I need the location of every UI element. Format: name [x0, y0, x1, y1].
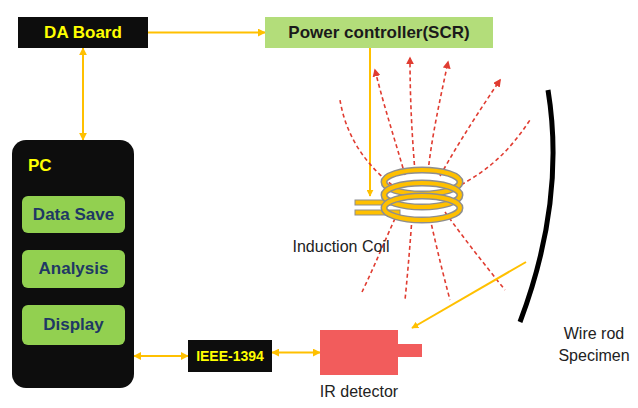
power-arrow — [369, 48, 371, 196]
pc-box: PC Data SaveAnalysisDisplay — [12, 140, 134, 388]
box-label: Display — [43, 315, 103, 335]
signal-arrow — [82, 48, 84, 140]
wire-rod — [520, 90, 553, 322]
box-label: IEEE-1394 — [196, 348, 264, 364]
detector-lens — [398, 344, 422, 357]
function-box: Analysis — [22, 250, 125, 288]
controller-box: Power controller(SCR) — [265, 17, 493, 48]
signal-arrow — [272, 352, 320, 354]
signal-arrow — [134, 355, 188, 357]
ir-ray — [412, 262, 526, 328]
box-label: Power controller(SCR) — [288, 23, 469, 43]
specimen-label: Wire rod Specimen — [554, 323, 634, 366]
box-label: Analysis — [39, 259, 109, 279]
box-label: PC — [28, 156, 52, 176]
coil-label: Induction Coil — [276, 236, 406, 258]
board-box: DA Board — [18, 17, 148, 48]
box-label: DA Board — [44, 23, 122, 43]
device-label: IR detector — [320, 383, 398, 401]
interface-box: IEEE-1394 — [188, 340, 272, 372]
induction-coil — [384, 170, 460, 220]
function-box: Data Save — [22, 196, 125, 233]
field-lines — [340, 58, 530, 300]
box-label: Data Save — [33, 205, 114, 225]
signal-arrow — [148, 32, 265, 34]
function-box: Display — [22, 305, 125, 345]
detector-box: IR detector — [320, 330, 398, 375]
